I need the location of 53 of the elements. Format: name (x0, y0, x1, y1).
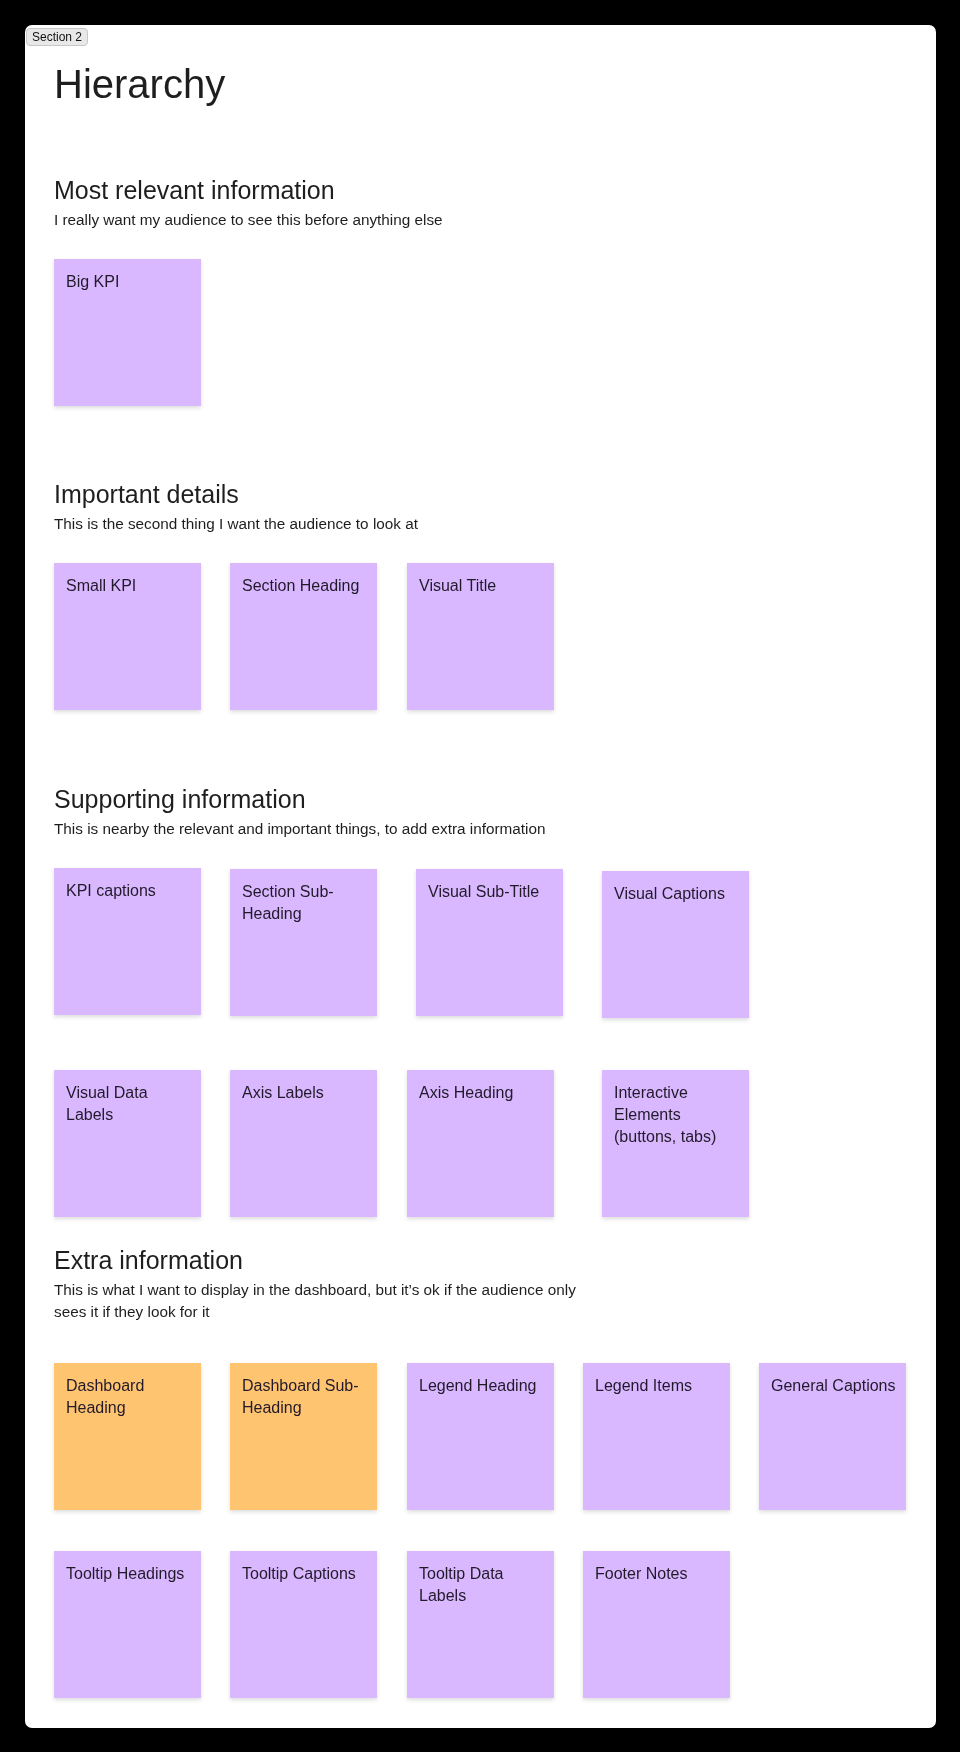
sticky-note-text: Tooltip Headings (66, 1564, 186, 1584)
sticky-note (407, 1069, 554, 1217)
sticky-note-text: Footer Notes (595, 1564, 689, 1584)
section-description: This is the second thing I want the audience to look at (54, 514, 418, 534)
page-title: Hierarchy (54, 61, 226, 108)
sticky-note (230, 1551, 377, 1698)
sticky-note-text: Tooltip Captions (242, 1564, 357, 1584)
sticky-note (407, 563, 554, 710)
section-description: This is what I want to display in the dashboard, but it’s ok if the audience only sees it if they look for it (54, 1280, 577, 1322)
sticky-note (54, 1363, 201, 1510)
sticky-note (602, 1069, 749, 1217)
sticky-note (759, 1363, 906, 1510)
section-description: This is nearby the relevant and important things, to add extra information (54, 819, 546, 839)
sticky-note-text: Legend Heading (419, 1376, 538, 1396)
sticky-note-text: Dashboard Sub-Heading (242, 1376, 360, 1418)
sticky-note (583, 1363, 730, 1510)
sticky-note (54, 259, 201, 406)
sticky-note-text: Visual Data Labels (66, 1082, 149, 1125)
sticky-note (54, 868, 201, 1015)
sticky-note-text: General Captions (771, 1376, 897, 1396)
sticky-note-text: KPI captions (66, 881, 157, 901)
sticky-note (54, 1551, 201, 1698)
sticky-note-text: Axis Labels (242, 1082, 325, 1103)
sticky-note-text: Visual Sub-Title (428, 882, 541, 902)
section-heading: Supporting information (54, 785, 306, 814)
sticky-note (230, 1363, 377, 1510)
sticky-note-text: Visual Title (419, 576, 498, 596)
sticky-note-text: Small KPI (66, 576, 138, 596)
sticky-note (230, 869, 377, 1016)
sticky-note (416, 869, 563, 1016)
sticky-note (407, 1551, 554, 1698)
sticky-note-text: Dashboard Heading (66, 1376, 146, 1418)
section-heading: Important details (54, 480, 239, 509)
section-description: I really want my audience to see this before anything else (54, 210, 443, 230)
sticky-note-text: Tooltip Data Labels (419, 1564, 505, 1606)
section-label: Section 2 (26, 27, 89, 46)
sticky-note (230, 563, 377, 710)
sticky-note (602, 871, 749, 1018)
section-frame (24, 24, 936, 1728)
sticky-note (54, 1069, 201, 1217)
sticky-note (230, 1069, 377, 1217)
sticky-note-text: Axis Heading (419, 1082, 515, 1103)
sticky-note-text: Big KPI (66, 272, 121, 292)
sticky-note-text: Section Sub-Heading (242, 882, 335, 924)
section-heading: Most relevant information (54, 176, 335, 205)
sticky-note (407, 1363, 554, 1510)
sticky-note-text: Legend Items (595, 1376, 693, 1396)
sticky-note-text: Visual Captions (614, 884, 726, 904)
section-heading: Extra information (54, 1246, 243, 1275)
sticky-note-text: Section Heading (242, 576, 361, 596)
sticky-note-text: Interactive Elements (buttons, tabs) (614, 1082, 718, 1147)
sticky-note (583, 1551, 730, 1698)
sticky-note (54, 563, 201, 710)
